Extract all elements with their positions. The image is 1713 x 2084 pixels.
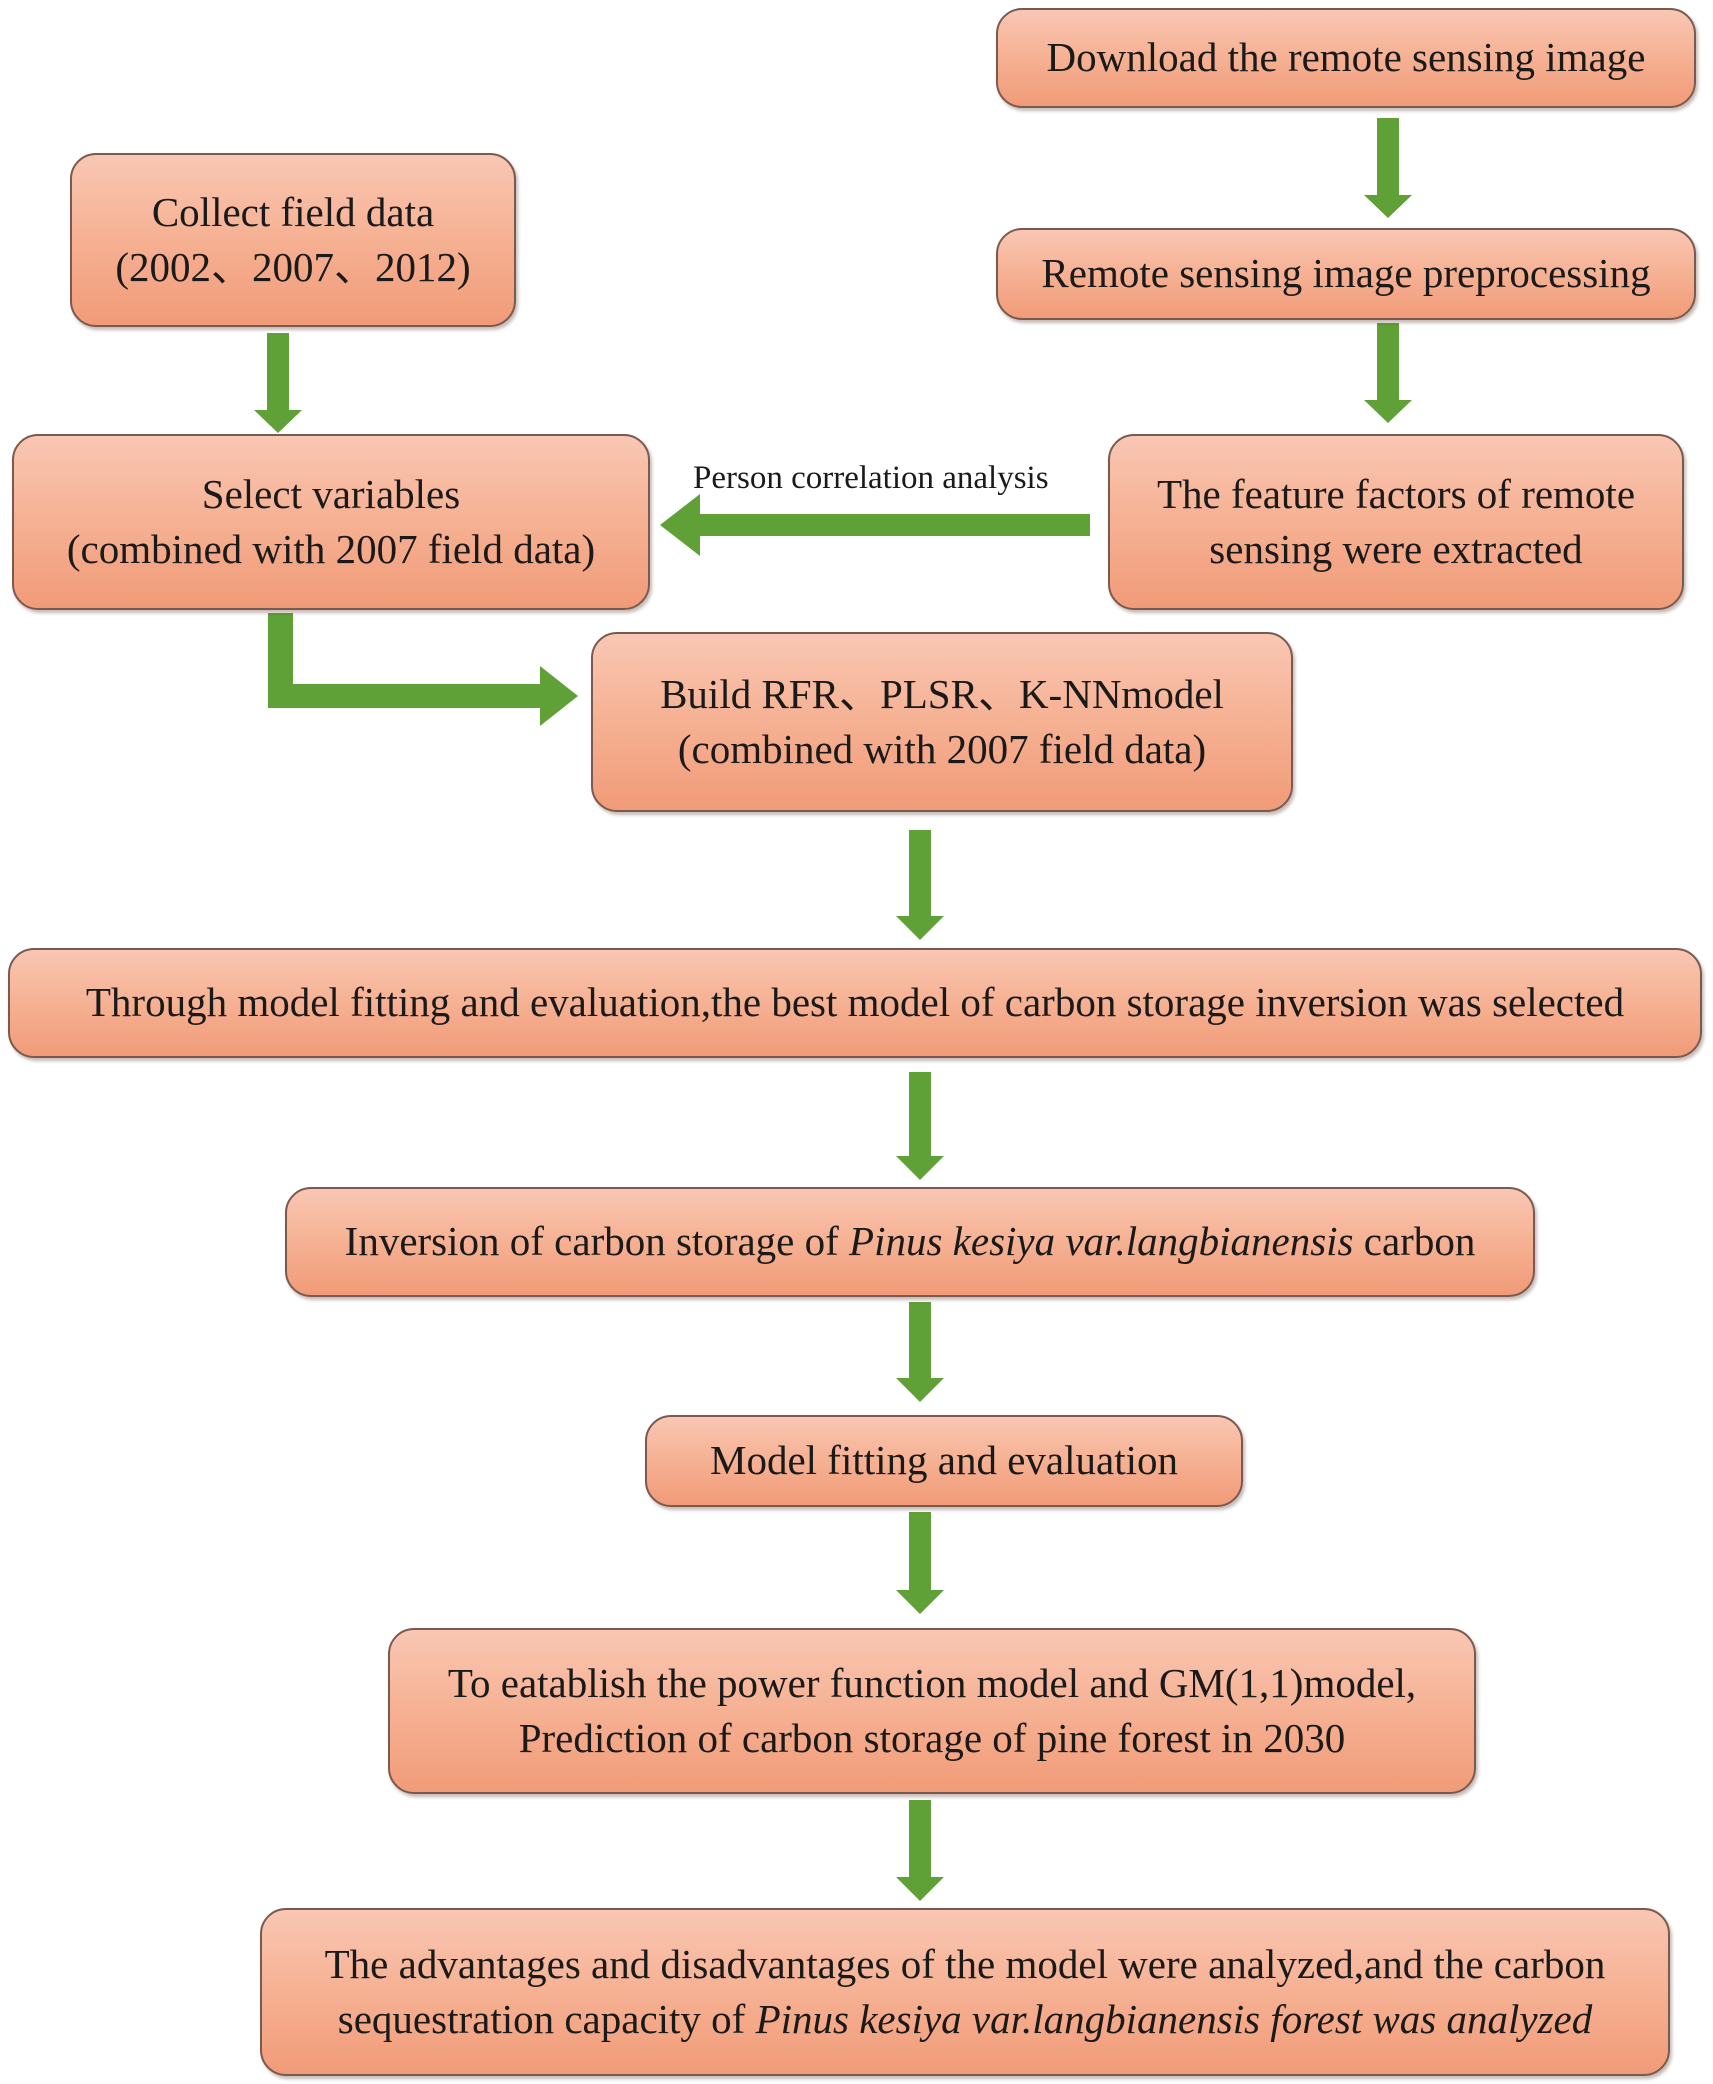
node-collect-field-data: Collect field data (2002、2007、2012) xyxy=(70,153,516,327)
node-text: To eatablish the power function model an… xyxy=(447,1659,1417,1706)
node-prediction-2030: To eatablish the power function model an… xyxy=(388,1628,1476,1794)
node-text: Collect field data xyxy=(151,188,435,235)
node-select-variables: Select variables (combined with 2007 fie… xyxy=(12,434,650,610)
node-text: Select variables xyxy=(201,470,461,517)
node-text: Through model fitting and evaluation,the… xyxy=(85,979,1625,1026)
species-name: Pinus kesiya var.langbianensis xyxy=(849,1218,1354,1265)
node-model-fitting-evaluation: Model fitting and evaluation xyxy=(645,1415,1243,1507)
node-text-part: Inversion of carbon storage of xyxy=(344,1218,850,1265)
node-text: Prediction of carbon storage of pine for… xyxy=(518,1715,1346,1761)
node-image-preprocessing: Remote sensing image preprocessing xyxy=(996,228,1696,320)
node-text: Build RFR、PLSR、K-NNmodel xyxy=(660,670,1224,717)
node-feature-extraction: The feature factors of remote sensing we… xyxy=(1108,434,1684,610)
node-text: The feature factors of remote xyxy=(1156,470,1636,517)
species-name: Pinus kesiya var.langbianensis forest wa… xyxy=(755,1996,1593,2042)
arrow-fit-eval-to-predict xyxy=(896,1512,944,1614)
arrow-download-to-preprocess xyxy=(1364,118,1412,218)
arrow-best-model-to-inversion xyxy=(896,1072,944,1180)
node-text: (combined with 2007 field data) xyxy=(677,726,1207,772)
node-text: (2002、2007、2012) xyxy=(115,244,471,290)
pearson-correlation-label: Person correlation analysis xyxy=(693,460,1049,496)
node-download-image: Download the remote sensing image xyxy=(996,8,1696,108)
arrow-build-to-best-model xyxy=(896,830,944,940)
node-text: Download the remote sensing image xyxy=(1046,34,1646,81)
arrow-collect-to-select xyxy=(254,333,302,433)
node-text: sequestration capacity of Pinus kesiya v… xyxy=(338,1992,1592,2047)
node-model-analysis: The advantages and disadvantages of the … xyxy=(260,1908,1670,2076)
node-text-part: carbon xyxy=(1353,1218,1476,1265)
arrow-preprocess-to-features xyxy=(1364,323,1412,423)
node-text: (combined with 2007 field data) xyxy=(66,526,596,572)
node-carbon-storage-inversion: Inversion of carbon storage of Pinus kes… xyxy=(285,1187,1535,1297)
node-text: The advantages and disadvantages of the … xyxy=(324,1940,1606,1987)
node-best-model-selection: Through model fitting and evaluation,the… xyxy=(8,948,1702,1058)
node-text: Model fitting and evaluation xyxy=(710,1437,1178,1484)
node-text: sensing were extracted xyxy=(1209,526,1583,572)
node-text-part: sequestration capacity of xyxy=(337,1996,756,2042)
arrow-select-to-build xyxy=(268,613,578,726)
node-text: Inversion of carbon storage of Pinus kes… xyxy=(345,1214,1476,1269)
arrow-inversion-to-fit-eval xyxy=(896,1302,944,1402)
node-build-models: Build RFR、PLSR、K-NNmodel (combined with … xyxy=(591,632,1293,812)
arrow-predict-to-analysis xyxy=(896,1800,944,1901)
arrow-features-to-select xyxy=(660,494,1090,556)
node-text: Remote sensing image preprocessing xyxy=(1041,250,1651,297)
